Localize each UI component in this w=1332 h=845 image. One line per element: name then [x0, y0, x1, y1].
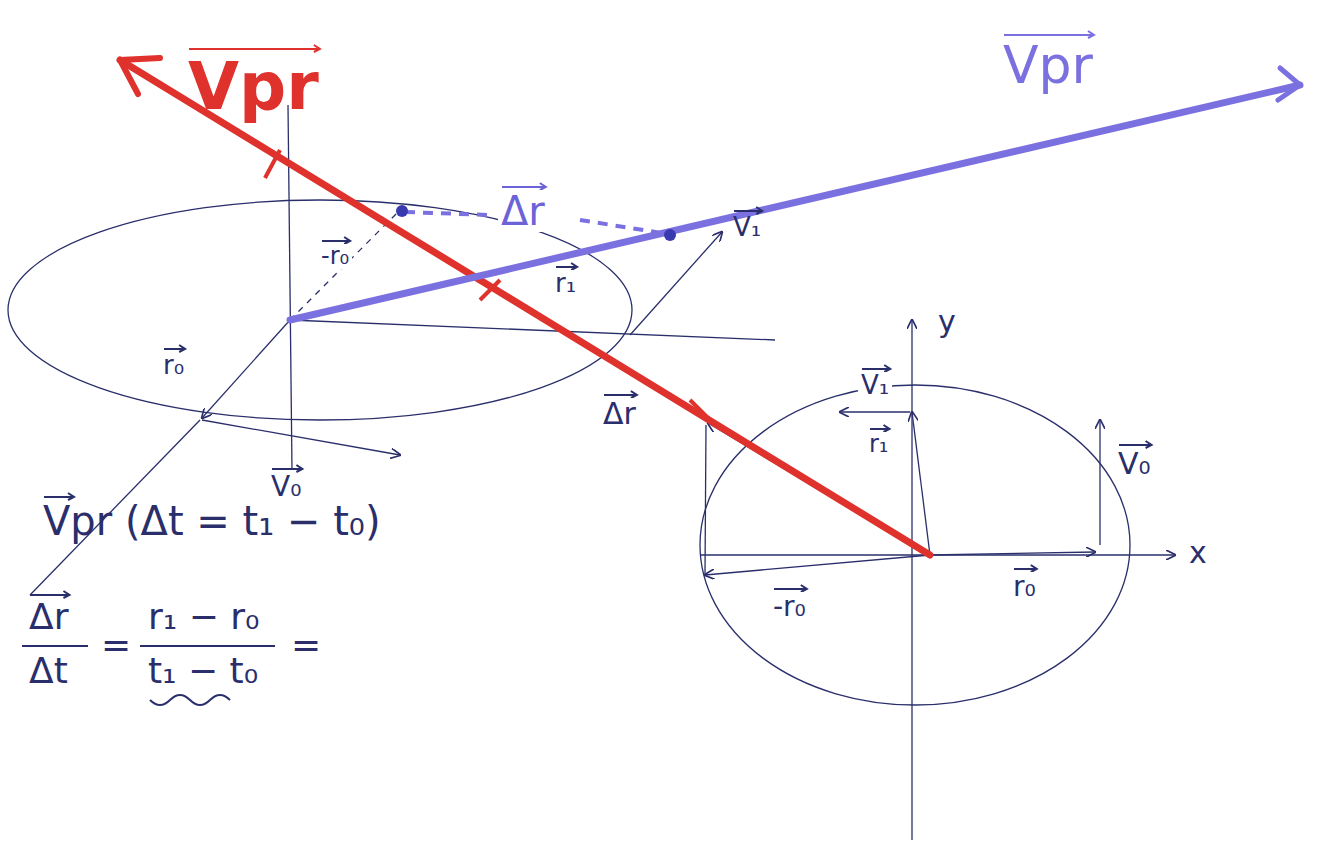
- right-sketch: [700, 320, 1175, 840]
- vector-accent: [734, 207, 762, 214]
- vector-label: t₁ − t₀: [145, 652, 261, 690]
- red-arrowhead: [120, 58, 160, 94]
- velocity-vector: [202, 420, 400, 455]
- blue-secant-line: [290, 85, 1300, 320]
- velocity-vector: [630, 232, 722, 335]
- vector-label: Vpr (Δt = t₁ − t₀): [40, 500, 384, 542]
- vector-label: Δr: [600, 398, 639, 430]
- position-vector: [912, 412, 930, 555]
- vector-accent: [604, 391, 637, 398]
- vector-label: r₁ − r₀: [145, 598, 263, 636]
- vector-label: Vpr: [1000, 38, 1096, 93]
- vector-accent: [556, 263, 577, 270]
- vector-label: V₀: [1115, 448, 1154, 480]
- red-ticks: [265, 150, 710, 420]
- velocity-vector: [840, 411, 910, 412]
- point-dot: [396, 205, 408, 217]
- vector-accent: [164, 345, 185, 352]
- vector-label: =: [288, 626, 324, 664]
- vector-label: V₀: [268, 472, 304, 501]
- vector-accent: [189, 45, 320, 52]
- vector-label: Δr: [498, 190, 548, 232]
- fraction-bars: [22, 646, 275, 705]
- vector-label: Δr: [26, 598, 71, 636]
- red-secant-line: [120, 60, 930, 555]
- vector-accent: [1014, 565, 1037, 572]
- vector-accent: [1004, 31, 1094, 38]
- vector-label: y: [935, 306, 959, 338]
- vector-accent: [44, 493, 74, 500]
- vector-label: -r₀: [770, 592, 809, 621]
- vector-accent: [1119, 441, 1152, 448]
- dashed-vector: [290, 210, 400, 320]
- vector-accent: [502, 183, 546, 190]
- vector-label: r₁: [866, 432, 892, 457]
- vector-label: -r₀: [318, 244, 352, 269]
- helper-line: [705, 425, 706, 575]
- position-vector: [202, 320, 290, 418]
- axis-line: [290, 320, 775, 340]
- vector-accent: [272, 465, 302, 472]
- velocity-vector: [1099, 420, 1100, 545]
- vector-label: Δt: [26, 652, 71, 690]
- point-dot: [664, 229, 676, 241]
- vector-accent: [870, 425, 890, 432]
- vector-label: V₁: [730, 214, 764, 241]
- vector-label: Vpr: [185, 52, 322, 121]
- dashed-displacement: [580, 220, 668, 234]
- vector-label: r₀: [160, 352, 187, 379]
- vector-label: =: [98, 626, 134, 664]
- position-vector: [930, 552, 1095, 555]
- vector-label: x: [1186, 537, 1210, 569]
- vector-label: V₁: [858, 372, 892, 399]
- left-sketch: [8, 105, 775, 595]
- negative-vector: [705, 555, 930, 575]
- vector-accent: [322, 237, 350, 244]
- dashed-displacement: [405, 212, 490, 215]
- blue-arrowhead: [1278, 68, 1300, 100]
- vector-accent: [774, 585, 807, 592]
- vector-accent: [862, 365, 890, 372]
- vector-label: r₁: [552, 270, 579, 297]
- vector-accent: [30, 591, 69, 598]
- vector-label: r₀: [1010, 572, 1039, 601]
- y-axis: [911, 320, 912, 840]
